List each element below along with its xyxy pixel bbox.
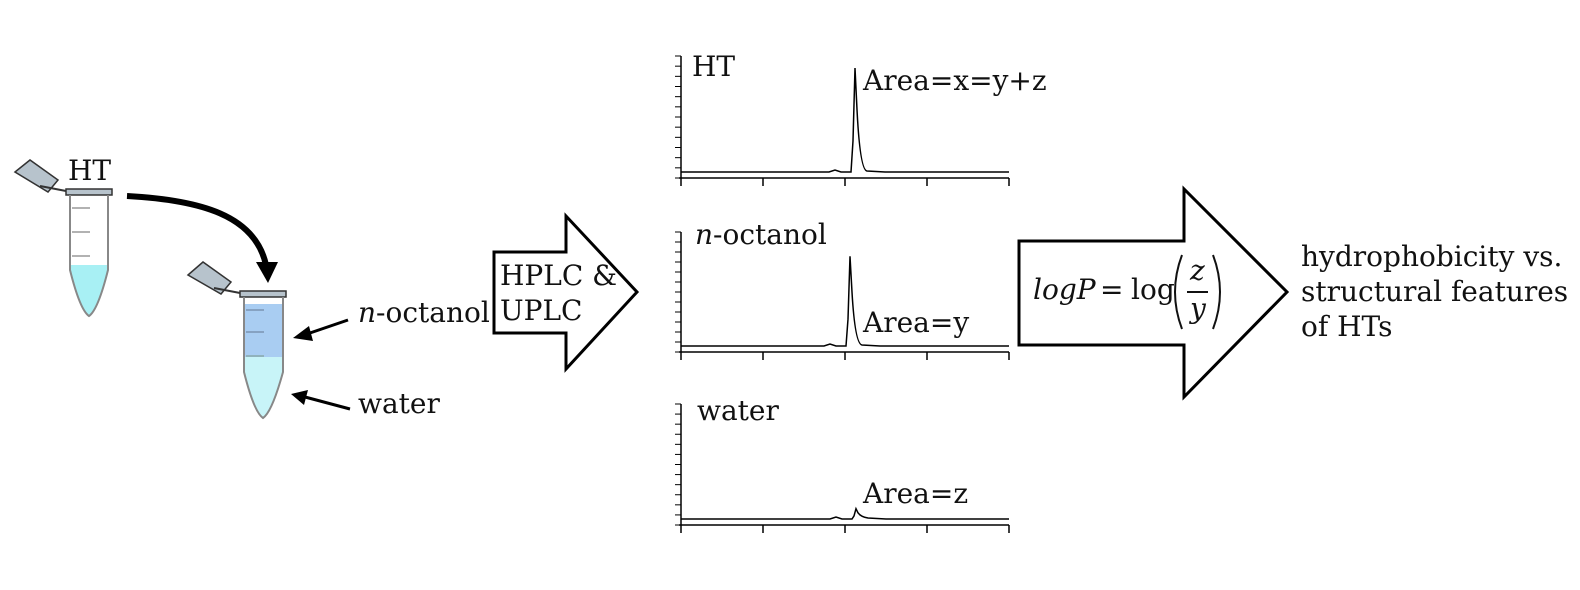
tube-partitioned bbox=[186, 261, 287, 420]
svg-text:logP: logP bbox=[1033, 273, 1097, 306]
tube2-body bbox=[243, 297, 284, 420]
chrom-octanol-title: n-octanol bbox=[695, 218, 827, 251]
svg-text:of HTs: of HTs bbox=[1301, 310, 1393, 343]
svg-text:z: z bbox=[1189, 254, 1205, 287]
chromatogram-ht: HT Area=x=y+z bbox=[675, 50, 1047, 186]
transfer-arrow-icon bbox=[126, 193, 278, 283]
water-layer bbox=[245, 357, 282, 418]
octanol-label: -octanol bbox=[376, 296, 490, 329]
logp-formula: logP = log z y bbox=[1033, 254, 1221, 330]
logp-arrow: logP = log z y bbox=[1017, 185, 1290, 401]
tube1-body bbox=[69, 195, 109, 318]
block-arrow-icon bbox=[1017, 185, 1290, 401]
arrowhead-icon bbox=[293, 326, 313, 341]
chrom-ht-trace bbox=[681, 67, 1009, 173]
svg-text:hydrophobicity vs.: hydrophobicity vs. bbox=[1301, 240, 1562, 273]
chrom-ht-peak-label: Area=x=y+z bbox=[862, 64, 1047, 97]
octanol-label-prefix: n bbox=[358, 296, 376, 329]
chrom-ht-title: HT bbox=[692, 50, 735, 83]
chrom-water-trace bbox=[681, 506, 1009, 520]
chrom-octanol-trace bbox=[681, 256, 1009, 347]
svg-text:=: = bbox=[1100, 273, 1123, 306]
chrom-water-axes bbox=[675, 403, 1010, 533]
octanol-layer bbox=[245, 304, 282, 357]
chrom-water-peak-label: Area=z bbox=[862, 477, 968, 510]
octanol-pointer: n-octanol bbox=[293, 296, 490, 341]
chrom-octanol-peak-label: Area=y bbox=[862, 306, 969, 339]
water-label: water bbox=[358, 387, 440, 420]
left-paren-icon bbox=[1174, 254, 1183, 330]
block-arrow-icon bbox=[492, 212, 640, 373]
water-pointer: water bbox=[291, 387, 440, 420]
tube2-cap-icon bbox=[186, 261, 233, 295]
method-line2: UPLC bbox=[500, 294, 582, 327]
tube1-liquid bbox=[70, 265, 108, 316]
arrowhead-icon bbox=[291, 390, 308, 405]
chromatogram-octanol: n-octanol Area=y bbox=[675, 218, 1010, 360]
tube1-label: HT bbox=[68, 154, 111, 187]
result-text: hydrophobicity vs. structural features o… bbox=[1301, 240, 1568, 343]
chrom-ht-axes bbox=[675, 55, 1010, 186]
tube1-cap-icon bbox=[13, 159, 60, 193]
chrom-water-title: water bbox=[697, 394, 779, 427]
method-line1: HPLC & bbox=[500, 259, 617, 292]
method-arrow: HPLC & UPLC bbox=[492, 212, 640, 373]
svg-text:structural features: structural features bbox=[1301, 275, 1568, 308]
svg-text:log: log bbox=[1131, 273, 1175, 306]
tube-ht-sample: HT bbox=[13, 154, 113, 318]
right-paren-icon bbox=[1212, 254, 1221, 330]
svg-text:n-octanol: n-octanol bbox=[358, 296, 490, 329]
chromatogram-water: water Area=z bbox=[675, 394, 1010, 533]
svg-text:y: y bbox=[1188, 292, 1207, 325]
chrom-octanol-axes bbox=[675, 231, 1010, 360]
